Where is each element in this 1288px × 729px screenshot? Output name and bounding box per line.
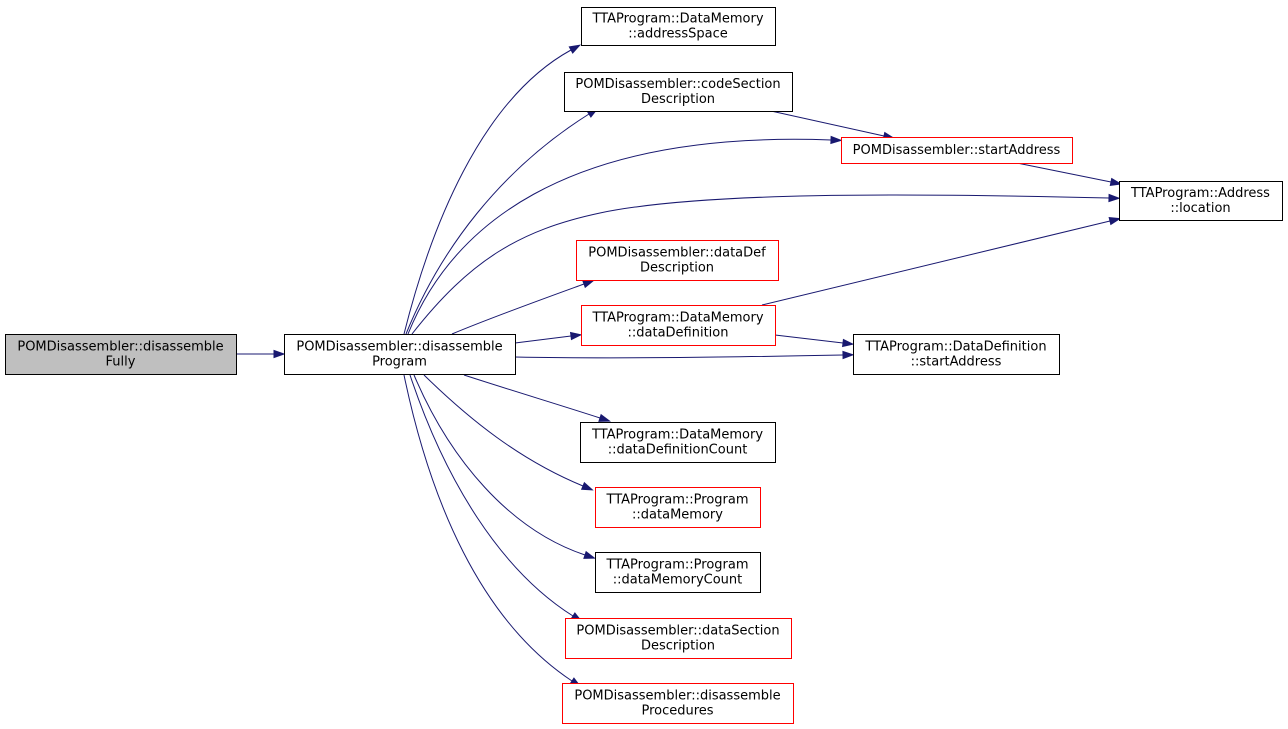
node-ddcount[interactable]: TTAProgram::DataMemory::dataDefinitionCo… (580, 422, 776, 463)
node-box-datadefdesc (576, 240, 779, 281)
node-label-fully-line-0: POMDisassembler::disassemble (17, 340, 223, 355)
node-box-ddcount (580, 422, 776, 463)
edge-program-to-location (411, 194, 1110, 335)
node-label-ddcount-line-1: ::dataDefinitionCount (608, 443, 748, 458)
edge-program-to-addrspace (403, 49, 572, 335)
node-ddstart[interactable]: TTAProgram::DataDefinition::startAddress (853, 334, 1060, 375)
node-box-datasec (565, 618, 792, 659)
node-label-ddstart-line-0: TTAProgram::DataDefinition (864, 340, 1046, 355)
arrowhead-program-to-startaddr (830, 135, 843, 145)
arrowhead-datadef-to-location (1108, 217, 1122, 226)
arrowhead-program-to-ddstart (842, 350, 855, 360)
node-label-datadef-line-1: ::dataDefinition (628, 326, 729, 341)
node-label-datasec-line-1: Description (641, 639, 715, 654)
node-box-addrspace (581, 7, 776, 46)
node-label-codesec-line-0: POMDisassembler::codeSection (575, 77, 780, 92)
arrowhead-program-to-datamemcount (583, 550, 596, 559)
node-label-procs-line-1: Procedures (641, 704, 713, 719)
nodes-layer: POMDisassembler::disassembleFullyPOMDisa… (5, 7, 1283, 724)
node-label-startaddr-line-0: POMDisassembler::startAddress (853, 143, 1061, 158)
edge-program-to-ddstart (514, 354, 844, 359)
node-label-datamem-line-1: ::dataMemory (632, 508, 723, 523)
node-label-datamemcount-line-0: TTAProgram::Program (606, 558, 749, 573)
edge-program-to-datasec (409, 374, 574, 617)
edges-layer (236, 44, 1123, 688)
node-label-addrspace-line-1: ::addressSpace (628, 27, 727, 42)
node-box-startaddr (841, 137, 1073, 164)
arrowhead-program-to-addrspace (568, 44, 582, 54)
node-location[interactable]: TTAProgram::Address::location (1119, 181, 1283, 221)
edge-program-to-datadefdesc (451, 283, 585, 335)
node-label-datadefdesc-line-1: Description (640, 261, 714, 276)
edge-program-to-procs (403, 374, 573, 682)
arrowhead-datadef-to-ddstart (842, 338, 855, 348)
arrowhead-program-to-ddcount (598, 413, 611, 422)
node-box-datamem (595, 487, 761, 528)
node-label-ddcount-line-0: TTAProgram::DataMemory (591, 428, 763, 443)
node-box-procs (562, 683, 794, 724)
node-box-fully (5, 334, 237, 375)
node-label-fully-line-1: Fully (106, 355, 136, 370)
node-datamem[interactable]: TTAProgram::Program::dataMemory (595, 487, 761, 528)
edge-program-to-ddcount (463, 374, 601, 419)
arrowhead-fully-to-program (273, 349, 286, 359)
node-box-program (284, 334, 516, 375)
node-datamemcount[interactable]: TTAProgram::Program::dataMemoryCount (595, 552, 761, 593)
arrowhead-startaddr-to-location (1109, 177, 1123, 187)
node-box-ddstart (853, 334, 1060, 375)
edge-startaddr-to-location (1016, 162, 1112, 183)
edge-program-to-datamem (423, 374, 584, 487)
node-label-location-line-1: ::location (1170, 201, 1230, 216)
node-label-datadefdesc-line-0: POMDisassembler::dataDef (588, 246, 766, 261)
node-label-program-line-0: POMDisassembler::disassemble (296, 340, 502, 355)
node-label-addrspace-line-0: TTAProgram::DataMemory (591, 12, 763, 27)
edge-datadef-to-location (761, 220, 1111, 306)
edge-program-to-codesec (405, 113, 590, 335)
node-addrspace[interactable]: TTAProgram::DataMemory::addressSpace (581, 7, 776, 46)
node-label-datadef-line-0: TTAProgram::DataMemory (591, 311, 763, 326)
arrowhead-program-to-datadef (569, 331, 583, 341)
edge-program-to-datamemcount (413, 374, 586, 556)
node-label-datasec-line-0: POMDisassembler::dataSection (576, 624, 779, 639)
node-label-datamemcount-line-1: ::dataMemoryCount (613, 573, 743, 588)
arrowhead-program-to-datamem (580, 481, 594, 491)
node-datadef[interactable]: TTAProgram::DataMemory::dataDefinition (581, 305, 776, 346)
node-box-datamemcount (595, 552, 761, 593)
node-box-location (1119, 181, 1283, 221)
node-box-codesec (564, 72, 793, 112)
edge-codesec-to-startaddr (770, 110, 885, 137)
node-label-ddstart-line-1: ::startAddress (911, 355, 1002, 370)
node-startaddr[interactable]: POMDisassembler::startAddress (841, 137, 1073, 164)
node-label-program-line-1: Program (372, 355, 427, 370)
node-label-codesec-line-1: Description (641, 92, 715, 107)
arrowhead-program-to-datadefdesc (582, 280, 595, 289)
node-label-location-line-0: TTAProgram::Address (1130, 186, 1270, 201)
arrowhead-program-to-location (1108, 193, 1121, 203)
edge-datadef-to-ddstart (774, 334, 844, 344)
node-box-datadef (581, 305, 776, 346)
edge-program-to-datadef (514, 335, 572, 344)
node-label-datamem-line-0: TTAProgram::Program (606, 493, 749, 508)
node-label-procs-line-0: POMDisassembler::disassemble (574, 689, 780, 704)
edge-program-to-startaddr (407, 138, 832, 335)
